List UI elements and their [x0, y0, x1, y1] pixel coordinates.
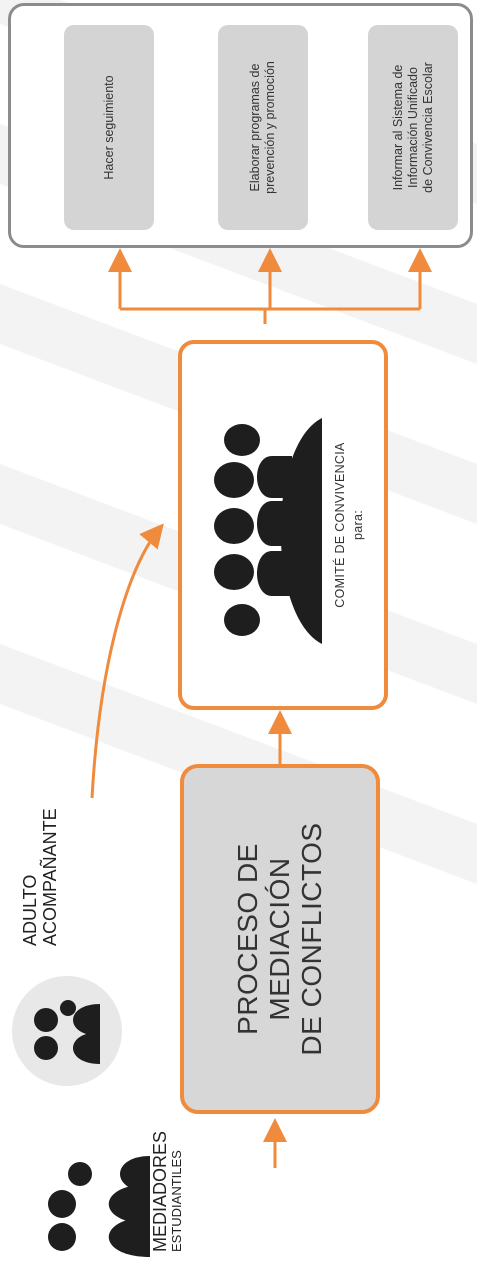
- committee-title: COMITÉ DE CONVIVENCIA: [333, 442, 347, 608]
- mediators-title: MEDIADORES: [150, 1130, 170, 1252]
- adult-label-line2: ACOMPAÑANTE: [40, 808, 60, 946]
- action-inform-system: Informar al Sistema de Información Unifi…: [368, 25, 458, 230]
- action-follow-up: Hacer seguimiento: [64, 25, 154, 230]
- group-people-icon: [48, 1156, 150, 1257]
- committee-box: COMITÉ DE CONVIVENCIA para:: [178, 340, 388, 710]
- group-people-icon: [34, 1000, 100, 1064]
- process-box: PROCESO DE MEDIACIÓN DE CONFLICTOS: [180, 764, 380, 1114]
- adult-circle: [12, 976, 122, 1086]
- process-line-2: MEDIACIÓN: [264, 857, 295, 1021]
- committee-subtitle: para:: [351, 510, 365, 540]
- action-3-line-3: de Convivencia Escolar: [420, 62, 435, 193]
- bracket-committee-to-actions: [118, 292, 422, 324]
- arrow-adult-to-committee: [90, 523, 164, 799]
- adult-label-line1: ADULTO: [20, 874, 40, 946]
- action-programs: Elaborar programas de prevención y promo…: [218, 25, 308, 230]
- action-1-line-1: Hacer seguimiento: [101, 75, 116, 180]
- process-line-1: PROCESO DE: [232, 843, 263, 1035]
- action-2-line-2: prevención y promoción: [263, 61, 277, 194]
- action-3-line-2: Información Unificado: [405, 67, 420, 188]
- mediators-group: [40, 1152, 150, 1262]
- adult-label: ADULTO ACOMPAÑANTE: [20, 766, 70, 946]
- action-3-line-1: Informar al Sistema de: [390, 64, 405, 191]
- action-2-line-1: Elaborar programas de: [248, 63, 262, 192]
- mediators-subtitle: ESTUDIANTILES: [169, 1150, 184, 1252]
- process-line-3: DE CONFLICTOS: [296, 822, 327, 1056]
- mediators-label: MEDIADORES ESTUDIANTILES: [150, 1130, 210, 1252]
- group-people-icon: [214, 418, 322, 644]
